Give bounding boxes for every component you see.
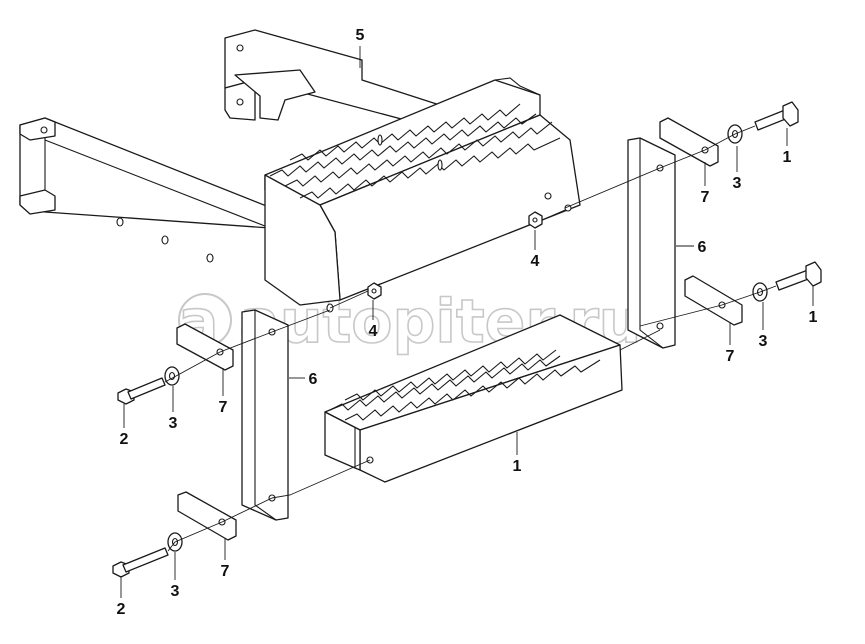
callout-4-nut-lower: 4 <box>369 323 378 340</box>
upper-step-bracket <box>19 29 581 313</box>
callout-3-washer-lower-right: 3 <box>759 333 768 350</box>
washer-plates <box>176 117 743 541</box>
callout-labels: 5 1 3 7 4 6 1 3 7 4 6 2 3 7 1 2 3 7 <box>117 27 818 618</box>
nuts <box>367 211 543 300</box>
callout-leaders <box>120 46 814 598</box>
washer-plate-lower-left <box>177 491 237 541</box>
bolt-upper-right <box>754 101 799 131</box>
callout-7-plate-upper-left: 7 <box>219 399 228 416</box>
bolt-lower-left <box>112 547 169 578</box>
callout-7-plate-lower-right: 7 <box>726 348 735 365</box>
callout-3-washer-upper-left: 3 <box>169 415 178 432</box>
callout-1-bolt-upper-right: 1 <box>783 149 792 166</box>
assembly-lines <box>164 125 777 552</box>
nut-upper <box>528 211 543 229</box>
callout-1-bolt-lower-right: 1 <box>809 309 818 326</box>
lower-step <box>324 314 623 483</box>
callout-5: 5 <box>356 27 365 44</box>
callout-6-plate-left: 6 <box>309 371 318 388</box>
washer-plate-lower-right <box>684 275 743 326</box>
callout-4-nut-upper: 4 <box>531 253 540 270</box>
nut-lower <box>367 282 382 300</box>
washer-plate-upper-right <box>659 117 719 167</box>
bolt-lower-right <box>775 261 822 291</box>
callout-6-plate-right: 6 <box>698 239 707 256</box>
callout-7-plate-lower-left: 7 <box>221 563 230 580</box>
callout-2-bolt-lower-left: 2 <box>117 601 126 618</box>
callout-3-washer-upper-right: 3 <box>733 175 742 192</box>
callout-1-lower-step: 1 <box>513 458 522 475</box>
callout-2-bolt-upper-left: 2 <box>120 431 129 448</box>
right-side-plate <box>627 137 676 349</box>
callout-7-plate-upper-right: 7 <box>701 189 710 206</box>
bolts <box>112 101 822 578</box>
callout-3-washer-lower-left: 3 <box>171 583 180 600</box>
left-side-plate <box>241 309 289 521</box>
bolt-upper-left <box>117 377 166 405</box>
